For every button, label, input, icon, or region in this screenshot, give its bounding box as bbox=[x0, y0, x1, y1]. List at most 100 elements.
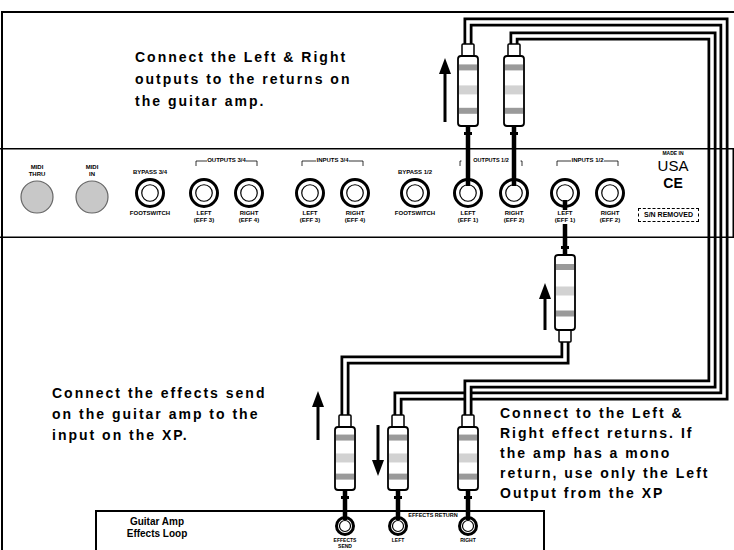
jack-label: BYPASS 3/4 bbox=[133, 169, 167, 176]
text-slot: Connect to the Left & Right effect retur… bbox=[500, 403, 718, 503]
text-slot: BYPASS 1/2 bbox=[390, 169, 440, 176]
plug-band bbox=[336, 474, 354, 480]
callout-note: Connect to the Left & Right effect retur… bbox=[500, 403, 718, 503]
socket-ring bbox=[455, 180, 482, 207]
jack-label: LEFT (EFF 3) bbox=[297, 210, 323, 224]
text-slot: Guitar Amp Effects Loop bbox=[115, 516, 199, 540]
socket-hole bbox=[196, 185, 213, 202]
plug-band bbox=[389, 435, 407, 441]
midi-socket bbox=[76, 181, 108, 213]
plug-band bbox=[459, 64, 477, 70]
jack-label: BYPASS 1/2 bbox=[398, 169, 432, 176]
socket-hole bbox=[602, 185, 619, 202]
text-slot: LEFT (EFF 3) bbox=[297, 210, 323, 224]
serial-number-box: S/N REMOVED bbox=[638, 208, 699, 222]
jack-plug bbox=[504, 44, 524, 186]
jack-outline bbox=[458, 516, 478, 536]
jack-label: FOOTSWITCH bbox=[130, 210, 170, 217]
text-slot: RIGHT bbox=[453, 538, 483, 544]
direction-arrow bbox=[444, 72, 447, 122]
text-slot: LEFT (EFF 1) bbox=[552, 210, 578, 224]
socket-ring bbox=[342, 180, 369, 207]
jack-outline bbox=[400, 178, 430, 208]
text-slot: BYPASS 3/4 bbox=[125, 169, 175, 176]
text-slot: CE bbox=[653, 175, 693, 191]
plug-ring bbox=[341, 496, 349, 499]
jack-outline bbox=[335, 516, 355, 536]
cable-jacket bbox=[398, 22, 724, 516]
socket-hole bbox=[557, 185, 574, 202]
jack-socket: LEFT bbox=[388, 516, 408, 536]
text-slot: Connect the effects send on the guitar a… bbox=[52, 383, 280, 446]
plug-band bbox=[459, 108, 477, 114]
socket-ring bbox=[137, 180, 164, 207]
direction-arrow bbox=[317, 405, 320, 440]
jack-label: RIGHT (EFF 4) bbox=[342, 210, 368, 224]
jack-socket: BYPASS 1/2FOOTSWITCH bbox=[400, 178, 430, 208]
jack-plug bbox=[458, 415, 478, 520]
plug-body bbox=[458, 56, 478, 126]
jack-label: LEFT (EFF 1) bbox=[552, 210, 578, 224]
plug-ring bbox=[394, 496, 402, 499]
jack-label: RIGHT (EFF 2) bbox=[501, 210, 527, 224]
text-slot: INPUTS 3/4 bbox=[303, 157, 363, 164]
text-slot: FOOTSWITCH bbox=[390, 210, 440, 217]
jack-socket: RIGHT (EFF 2) bbox=[499, 178, 529, 208]
text-slot: RIGHT (EFF 4) bbox=[236, 210, 262, 224]
socket-hole bbox=[241, 185, 258, 202]
device-name: Guitar Amp Effects Loop bbox=[115, 516, 199, 540]
jack-label: MIDI THRU bbox=[28, 164, 46, 178]
text-slot: FOOTSWITCH bbox=[125, 210, 175, 217]
cable-core bbox=[468, 36, 712, 516]
plug-collar bbox=[462, 415, 474, 427]
plug-tip bbox=[466, 490, 471, 520]
plug-ring bbox=[510, 132, 518, 135]
jack-label: EFFECTS SEND bbox=[330, 538, 360, 550]
arrow-head bbox=[312, 391, 324, 407]
jack-outline bbox=[295, 178, 325, 208]
plug-mask bbox=[462, 490, 475, 520]
plug-ring bbox=[464, 132, 472, 135]
plug-band bbox=[505, 85, 523, 94]
text-slot: MADE IN bbox=[653, 151, 693, 157]
plug-body bbox=[388, 427, 408, 490]
panel-marking: USA bbox=[658, 157, 689, 174]
patch-cable bbox=[398, 22, 724, 516]
plug-band bbox=[459, 453, 477, 462]
socket-ring bbox=[297, 180, 324, 207]
jack-socket: LEFT (EFF 1) bbox=[550, 178, 580, 208]
cable-jacket bbox=[468, 36, 712, 516]
socket-ring bbox=[460, 518, 477, 535]
plug-body bbox=[458, 427, 478, 490]
plug-body bbox=[335, 427, 355, 490]
socket-hole bbox=[393, 521, 404, 532]
plug-collar bbox=[462, 44, 474, 56]
plug-band bbox=[459, 474, 477, 480]
group-heading: OUTPUTS 3/4 bbox=[207, 157, 246, 164]
plug-tip bbox=[396, 490, 401, 520]
midi-socket bbox=[21, 181, 53, 213]
callout-note: Connect the Left & Right outputs to the … bbox=[135, 46, 354, 112]
jack-label: S/N REMOVED bbox=[644, 211, 693, 219]
socket-hole bbox=[142, 185, 159, 202]
panel-marking: MADE IN bbox=[662, 151, 683, 157]
plug-body bbox=[555, 255, 575, 330]
plug-band bbox=[505, 108, 523, 114]
socket-ring bbox=[337, 518, 354, 535]
jack-label: LEFT (EFF 3) bbox=[191, 210, 217, 224]
jack-plug bbox=[388, 415, 408, 520]
text-slot: RIGHT (EFF 4) bbox=[342, 210, 368, 224]
socket-ring bbox=[402, 180, 429, 207]
callout-note: Connect the effects send on the guitar a… bbox=[52, 383, 280, 446]
socket-hole bbox=[347, 185, 364, 202]
plug-band bbox=[459, 85, 477, 94]
jack-outline bbox=[388, 516, 408, 536]
jack-label: LEFT (EFF 1) bbox=[455, 210, 481, 224]
text-slot: LEFT (EFF 3) bbox=[191, 210, 217, 224]
jack-group-label: EFFECTS RETURN bbox=[408, 512, 458, 518]
plug-band bbox=[389, 474, 407, 480]
plug-band bbox=[459, 435, 477, 441]
jack-label: RIGHT bbox=[460, 538, 476, 544]
socket-ring bbox=[552, 180, 579, 207]
socket-ring bbox=[597, 180, 624, 207]
